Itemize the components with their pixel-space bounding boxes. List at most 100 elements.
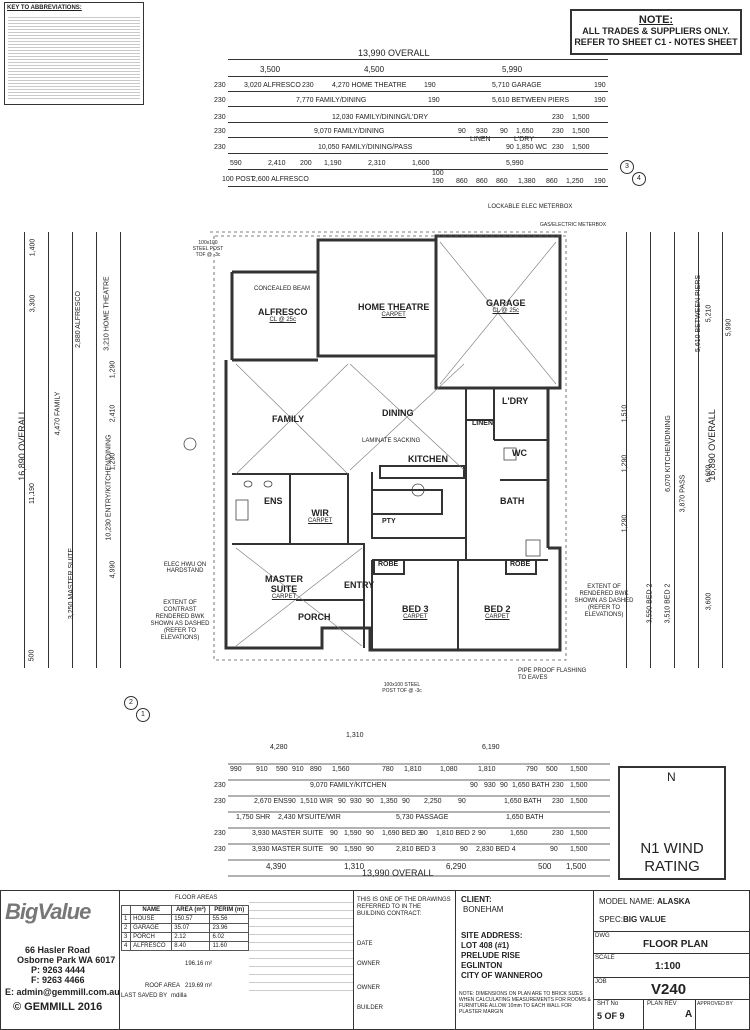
top-dim-row4-d: 1,500 — [572, 114, 590, 121]
email: E: admin@gemmill.com.au — [5, 987, 120, 997]
fa-cell: 55.56 — [209, 914, 249, 924]
bottom-row6-a: 230 — [214, 846, 226, 853]
room-ldry: L'DRY — [502, 396, 528, 406]
dimension-note: NOTE: DIMENSIONS ON PLAN ARE TO BRICK SI… — [459, 991, 591, 1015]
bottom-post-a: 4,280 — [270, 744, 288, 751]
extent-right-note: EXTENT OF RENDERED BWK SHOWN AS DASHED (… — [574, 584, 634, 618]
steel-post-bottom-note: 100x100 STEEL POST TOF @ -3c — [382, 682, 422, 694]
room-dining: DINING — [382, 408, 414, 418]
note-title: NOTE: — [638, 14, 674, 26]
porch-label: PORCH — [298, 612, 331, 622]
top-dim-row5-e: 90 — [500, 128, 508, 135]
fa-cell: 1 — [120, 914, 132, 924]
top-dim-row7-e: 2,310 — [368, 160, 386, 167]
floor-areas-table: NAME AREA (m²) PERIM (m) 1 HOUSE 150.57 … — [120, 905, 249, 951]
roof-area-value: 219.69 m² — [185, 983, 213, 989]
fa-cell: 23.96 — [209, 923, 249, 933]
top-dim-row5-h: 1,500 — [572, 128, 590, 135]
top-dim-row7-a: 590 — [230, 160, 242, 167]
top-dim-row8-i: 860 — [546, 178, 558, 185]
extent-left-note: EXTENT OF CONTRAST RENDERED BWK SHOWN AS… — [150, 600, 210, 641]
bottom-row1-h: 1,810 — [404, 766, 422, 773]
last-saved-label: LAST SAVED BY — [121, 993, 168, 999]
bottom-row1-l: 500 — [546, 766, 558, 773]
top-dim-row5-g: 230 — [552, 128, 564, 135]
room-family: FAMILY — [272, 414, 304, 424]
room-wc: WC — [512, 448, 527, 458]
top-overall-dim: 13,990 OVERALL — [358, 48, 430, 58]
builder-label: BUILDER — [357, 1005, 384, 1011]
top-dim-row5-d: 930 — [476, 128, 488, 135]
top-dim-row4-a: 230 — [214, 114, 226, 121]
bottom-row4-a: 1,750 SHR — [236, 814, 271, 821]
section-marker-2-1: 2 1 — [124, 696, 154, 726]
address-line-1: 66 Hasler Road — [25, 945, 91, 955]
bottom-row1-d: 910 — [292, 766, 304, 773]
top-dim-row8-h: 1,380 — [518, 178, 536, 185]
table-row: 1 HOUSE 150.57 55.56 — [120, 914, 249, 924]
sheet-label: SHT No — [597, 1001, 619, 1007]
top-dim-row3-a: 230 — [214, 97, 226, 104]
top-dim-row7-b: 2,410 — [268, 160, 286, 167]
master-suite-note: CARPET — [271, 594, 297, 600]
top-dim-row6-e: 230 — [552, 144, 564, 151]
wind-rating-line2: RATING — [644, 858, 700, 875]
top-dim-row5-c: 90 — [458, 128, 466, 135]
abbreviations-list — [8, 15, 140, 101]
bottom-row1-c: 590 — [276, 766, 288, 773]
bed-3-note: CARPET — [403, 614, 428, 620]
bottom-row3-g: 90 — [366, 798, 374, 805]
steel-post-top-note: 100x100 STEEL POST TOF @ -3c — [192, 240, 224, 258]
top-dim-row8-g: 860 — [496, 178, 508, 185]
marker-3: 3 — [620, 160, 634, 174]
owner-label-2: OWNER — [357, 985, 380, 991]
top-dim-row2-f: 5,710 GARAGE — [492, 82, 542, 89]
top-dim-row3-c: 190 — [428, 97, 440, 104]
room-kitchen: KITCHEN — [408, 454, 448, 464]
bottom-row4-d: 1,650 BATH — [506, 814, 544, 821]
bottom-row6-f: 2,810 BED 3 — [396, 846, 436, 853]
bottom-row2-c: 90 — [470, 782, 478, 789]
dwg-label: DWG — [595, 933, 610, 939]
wc-label: WC — [512, 448, 527, 458]
linen-label: LINEN — [472, 420, 493, 427]
address-line-2: Osborne Park WA 6017 — [17, 955, 116, 965]
top-dim-row7-d: 1,190 — [324, 160, 342, 167]
client-label: CLIENT: — [461, 895, 492, 904]
top-dim-row4-c: 230 — [552, 114, 564, 121]
top-dim-row8-c: 100 — [432, 170, 444, 177]
room-pty: PTY — [382, 518, 396, 525]
marker-2: 2 — [124, 696, 138, 710]
bottom-row3-j: 2,250 — [424, 798, 442, 805]
top-dim-row5-a: 230 — [214, 128, 226, 135]
elec-hwu-note: ELEC HWU ON HARDSTAND — [163, 562, 207, 574]
top-dim-row7-f: 1,600 — [412, 160, 430, 167]
bottom-row5-i: 90 — [478, 830, 486, 837]
bottom-row2-b: 9,070 FAMILY/KITCHEN — [310, 782, 387, 789]
bottom-row2-d: 930 — [484, 782, 496, 789]
table-row: 3 PORCH 2.12 6.02 — [120, 932, 249, 942]
bottom-row5-g: 90 — [420, 830, 428, 837]
dining-label: DINING — [382, 408, 414, 418]
bottom-row3-f: 930 — [350, 798, 362, 805]
logo: BigValue — [5, 899, 91, 924]
room-bath: BATH — [500, 496, 524, 506]
top-dim-linen: LINEN — [470, 136, 491, 143]
abbreviations-title: KEY TO ABBREVIATIONS: — [7, 5, 82, 11]
top-dim-row5-b: 9,070 FAMILY/DINING — [314, 128, 385, 135]
wir-label: WIR — [311, 508, 329, 518]
top-dim-row8-f: 860 — [476, 178, 488, 185]
pty-label: PTY — [382, 518, 396, 525]
bottom-row6-b: 3,930 MASTER SUITE — [252, 846, 324, 853]
top-dim-row8-d: 190 — [432, 178, 444, 185]
fa-h2: AREA (m²) — [171, 905, 211, 915]
bottom-row6-g: 90 — [460, 846, 468, 853]
client-name: BONEHAM — [463, 905, 504, 914]
approved-label: APPROVED BY — [697, 1001, 733, 1007]
top-dim-row6-d: 1,850 WC — [516, 144, 548, 151]
fa-cell: 2 — [120, 923, 132, 933]
fa-cell: GARAGE — [130, 923, 173, 933]
scale-value: 1:100 — [655, 961, 681, 972]
site-line-3: EGLINTON — [461, 961, 503, 970]
room-ens: ENS — [264, 496, 283, 506]
